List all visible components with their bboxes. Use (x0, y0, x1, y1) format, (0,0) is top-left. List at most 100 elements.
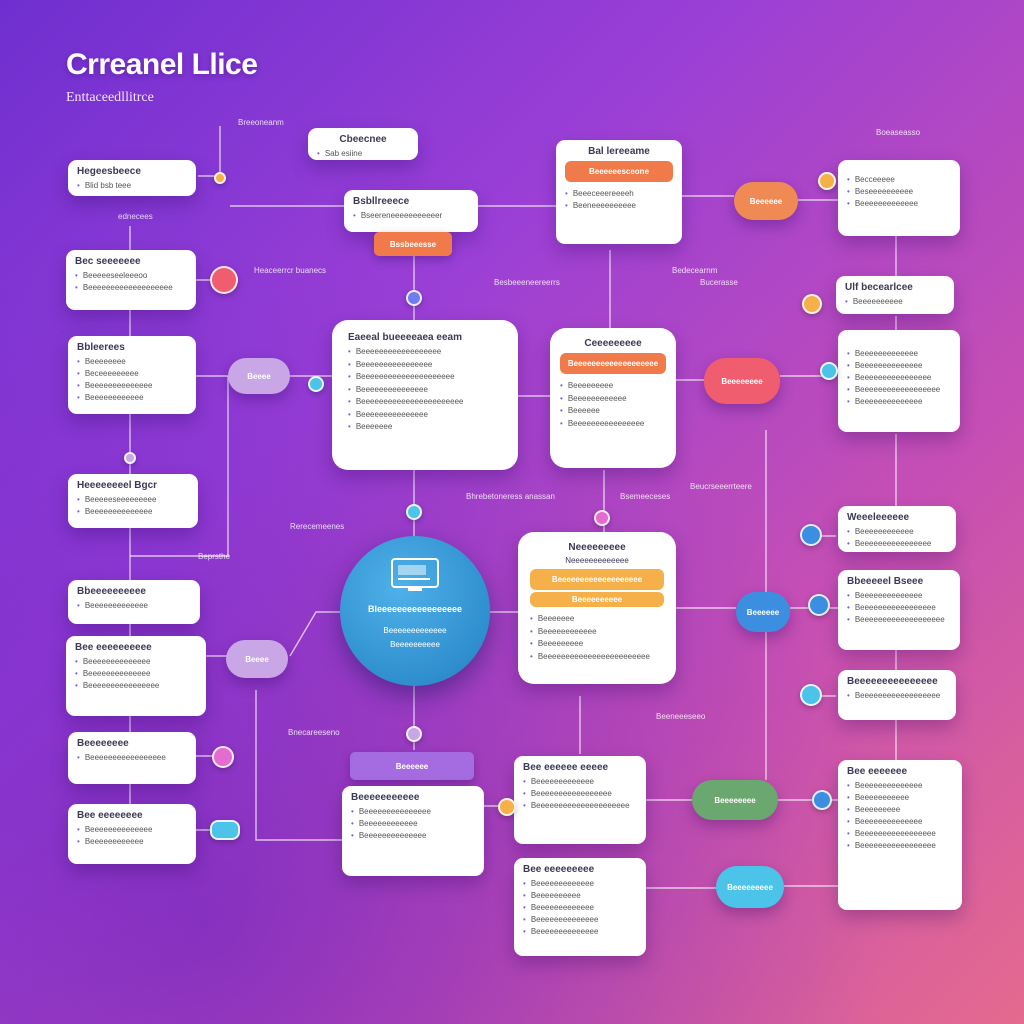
connector-node (308, 376, 324, 392)
card-line: Beeeeeeeeeeeeee (77, 824, 187, 836)
card-right-mid[interactable]: Beeeeeeeeeeeee Beeeeeeeeeeeeee Beeeeeeee… (838, 330, 960, 432)
card-top-center[interactable]: Bal lereeame Beeeeeesceone Beeeceeereeee… (556, 140, 682, 244)
list-item: Beeeeeeeee (530, 638, 664, 651)
hub-line: Beeeeeeeeee (390, 640, 440, 649)
pill-blue-right[interactable]: Beeeeee (736, 592, 790, 632)
list-item: Beeeeeeeeeeeee (523, 878, 637, 890)
floating-label: Bedecearnm (672, 266, 718, 275)
pill-pink-mid[interactable]: Beeeeeeee (704, 358, 780, 404)
floating-label: Beucrseeerrteere (690, 482, 752, 491)
card-banner: Beeeeeesceone (565, 161, 673, 182)
card-title: Bbleerees (77, 342, 125, 353)
card-title: Cbeecnee (339, 134, 387, 145)
connector-node (210, 266, 238, 294)
list-item: Beeeeeeeeeeee (351, 818, 475, 830)
card-title: Bee eeeeeee (847, 766, 908, 777)
list-item: Beeeeeeeeeeeeee (351, 830, 475, 842)
pill-blue-bottom[interactable]: Beeeeeeeee (716, 866, 784, 908)
card-line: Beeeeeeeeeeeee (77, 600, 191, 612)
list-item: Beeeeeeeeeeeee (847, 348, 951, 360)
card-title: Bsbllreeece (353, 196, 410, 207)
connector-node (594, 510, 610, 526)
card-line: Beeeeeeeeeeeeee (75, 656, 197, 668)
card-title: Neeeeeeeee (568, 542, 626, 553)
card-bottom-mid-2[interactable]: Bee eeeeeeeee Beeeeeeeeeeeee Beeeeeeeeee… (514, 858, 646, 956)
list-item: Beeeceeereeeeh (565, 188, 673, 200)
card-banner: Beeeeeeeeeeeeeeeeeee (560, 353, 666, 374)
card-line: Beeeeeeeeeeeeee (77, 506, 189, 518)
pill-lilac-left[interactable]: Beeee (228, 358, 290, 394)
card-right-4[interactable]: Bee eeeeeee Beeeeeeeeeeeeee Beeeeeeeeeee… (838, 760, 962, 910)
card-title: Eaeeal bueeeeaea eeam (348, 332, 462, 343)
card-top-mid[interactable]: Bsbllreeece Bseereneeeeeeeeeeer (344, 190, 478, 232)
card-bottom-center[interactable]: Beeeeeeeeeee Beeeeeeeeeeeeeee Beeeeeeeee… (342, 786, 484, 876)
card-left-8[interactable]: Bee eeeeeeee Beeeeeeeeeeeeee Beeeeeeeeee… (68, 804, 196, 864)
connector-node (124, 452, 136, 464)
card-right-small-1[interactable]: Weeeleeeeee Beeeeeeeeeeee Beeeeeeeeeeeee… (838, 506, 956, 552)
card-line: Beeeeeeeeeeeeee (75, 668, 197, 680)
card-title: Bbeeeeeeeeee (77, 586, 146, 597)
connector-node (818, 172, 836, 190)
connector-node (406, 504, 422, 520)
card-center-lower[interactable]: Neeeeeeeee Neeeeeeeeeeeee Beeeeeeeeeeeee… (518, 532, 676, 684)
pill-green-bottom[interactable]: Beeeeeeee (692, 780, 778, 820)
diagram-subtitle: Enttaceedllitrce (66, 90, 154, 105)
list-item: Beeeeeeeeeeeeee (523, 914, 637, 926)
card-line: Beeeeeeeeeeeeeeeeeee (847, 614, 951, 626)
card-center-right[interactable]: Ceeeeeeeee Beeeeeeeeeeeeeeeeeee Beeeeeee… (550, 328, 676, 468)
list-item: Beeeeeeeeeeeeee (847, 360, 951, 372)
card-left-2[interactable]: Bec seeeeeee Beeeeeseeleeeoo Beeeeeeeeee… (66, 250, 196, 310)
hub-circle[interactable]: Bleeeeeeeeeeeeeeeee Beeeeeeeeeeeee Beeee… (340, 536, 490, 686)
connector-node (212, 746, 234, 768)
list-item: Beeeeeeeee (847, 804, 953, 816)
card-bottom-mid[interactable]: Bee eeeeee eeeee Beeeeeeeeeeeee Beeeeeee… (514, 756, 646, 844)
card-title: Beeeeeeeeeee (351, 792, 420, 803)
card-line: Beeeeeeeeeeeeeeeeee (847, 690, 947, 702)
card-banner: Beeeeeeeeeeeeeeeeeee (530, 569, 664, 590)
pill-orange-top[interactable]: Beeeeee (734, 182, 798, 220)
list-item: Beeeeeeeeeeee (530, 626, 664, 639)
card-left-4[interactable]: Heeeeeeeel Bgcr Beeeeeseeeeeeeee Beeeeee… (68, 474, 198, 528)
card-right-3[interactable]: Beeeeeeeeeeeeeee Beeeeeeeeeeeeeeeeee (838, 670, 956, 720)
floating-label: Beeneeeseeo (656, 712, 706, 721)
top-mid-tag[interactable]: Bssbeeesse (374, 232, 452, 256)
list-item: Beeeeeeeeeeeeee (523, 926, 637, 938)
purple-tag[interactable]: Beeeeee (350, 752, 474, 780)
hub-line: Beeeeeeeeeeeee (383, 626, 447, 635)
card-line: Beeeeeeeeeeeeeeeee (77, 752, 187, 764)
list-item: Beeeeeeeeeeeeee (77, 380, 187, 392)
list-item: Beeeeeee (348, 421, 502, 434)
card-left-1[interactable]: Hegeesbeece Blid bsb teee (68, 160, 196, 196)
card-title: Bbeeeeel Bseee (847, 576, 924, 587)
card-line: Beeeeeeeeeeeeeeeee (847, 602, 951, 614)
list-item: Beeeeeeeeeeeeeeeee (847, 840, 953, 852)
card-left-6[interactable]: Bee eeeeeeeeee Beeeeeeeeeeeeee Beeeeeeee… (66, 636, 206, 716)
card-center-big[interactable]: Eaeeal bueeeeaea eeam Beeeeeeeeeeeeeeeee… (332, 320, 518, 470)
card-left-5[interactable]: Bbeeeeeeeeee Beeeeeeeeeeeee (68, 580, 200, 624)
card-title: Bec seeeeeee (75, 256, 141, 267)
card-left-3[interactable]: Bbleerees Beeeeeeee Beceeeeeeeee Beeeeee… (68, 336, 196, 414)
card-left-7[interactable]: Beeeeeeee Beeeeeeeeeeeeeeeee (68, 732, 196, 784)
list-item: Beeeeeeeeeeeeeee (348, 384, 502, 397)
list-item: Beeeeeeeeeeeee (523, 776, 637, 788)
list-item: Beeeeeeeeeeeeeeeeee (847, 384, 951, 396)
connector-node (498, 798, 516, 816)
card-right-tag[interactable]: Ulf becearlcee Beeeeeeeeee (836, 276, 954, 314)
list-item: Beeeeeee (530, 613, 664, 626)
card-top-small[interactable]: Cbeecnee Sab esiine (308, 128, 418, 160)
pill-lilac-bottom[interactable]: Beeee (226, 640, 288, 678)
list-item: Beeeeeeeeee (523, 890, 637, 902)
card-top-right[interactable]: Becceeeee Beseeeeeeeeee Beeeeeeeeeeeee (838, 160, 960, 236)
connector-node (406, 290, 422, 306)
connector-node (812, 790, 832, 810)
floating-label: Breeoneanm (238, 118, 284, 127)
list-item: Beeeeeeeeeeeeee (847, 396, 951, 408)
list-item: Beeeeeeeeeeeeee (847, 780, 953, 792)
card-right-2[interactable]: Bbeeeeel Bseee Beeeeeeeeeeeeee Beeeeeeee… (838, 570, 960, 650)
card-title: Bee eeeeeeeee (523, 864, 595, 875)
connector-node (800, 684, 822, 706)
connector-node (406, 726, 422, 742)
diagram-title: Crreanel Llice (66, 48, 258, 81)
list-item: Beceeeeeeeee (77, 368, 187, 380)
